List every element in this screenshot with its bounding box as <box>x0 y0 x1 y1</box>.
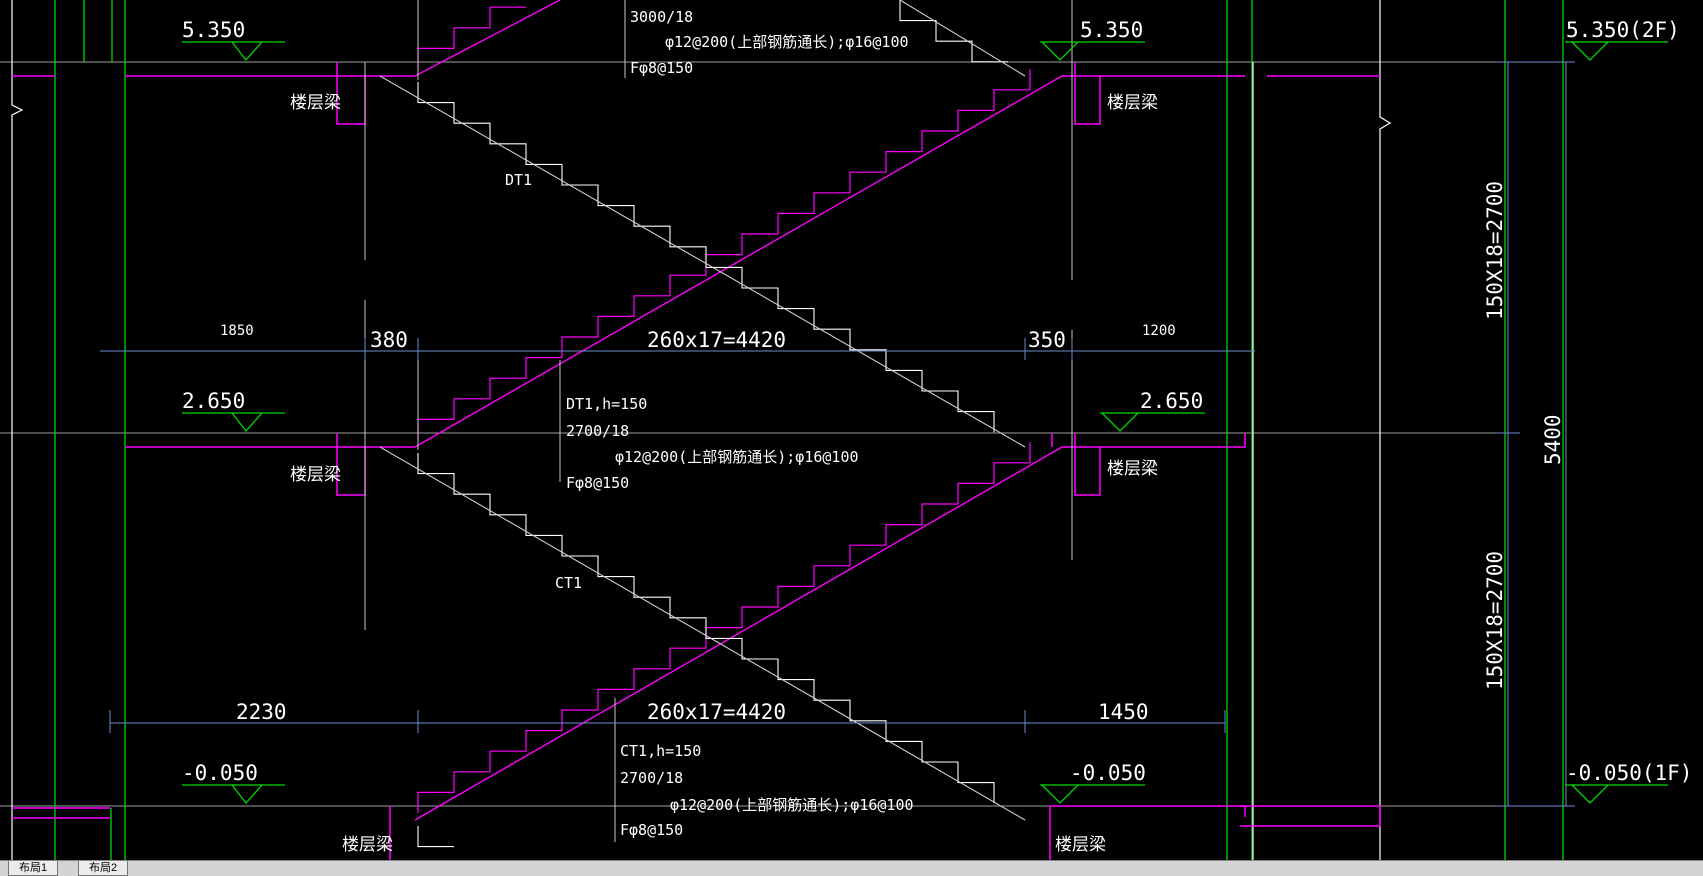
tab-layout-2[interactable]: 布局2 <box>78 861 129 876</box>
stair-step-outline <box>417 453 995 804</box>
dim-mid-1850: 1850 <box>220 323 254 339</box>
beam-label: 楼层梁 <box>290 465 341 485</box>
upper-rebar-note: φ12@200(上部钢筋通长);φ16@100 <box>665 33 909 51</box>
opposite-flights <box>379 0 1026 821</box>
dim-low-2230: 2230 <box>236 700 287 724</box>
beam-label: 楼层梁 <box>342 835 393 855</box>
elevation-2f-axis: 5.350(2F) <box>1566 18 1680 42</box>
lower-flight-header: CT1,h=150 <box>620 742 701 760</box>
mid-dist-note: Fφ8@150 <box>566 474 629 492</box>
dim-mid-350: 350 <box>1028 328 1066 352</box>
elevation-mid-left: 2.650 <box>182 389 245 413</box>
elevation-2f-left: 5.350 <box>182 18 245 42</box>
dim-mid-1200: 1200 <box>1142 323 1176 339</box>
mid-rebar-note: φ12@200(上部钢筋通长);φ16@100 <box>615 448 859 466</box>
stair-step-outline <box>417 826 454 848</box>
dim-mid-steps: 260x17=4420 <box>647 328 786 352</box>
vdim-lower: 150X18=2700 <box>1483 551 1507 690</box>
walls <box>11 0 1392 860</box>
beam-label: 楼层梁 <box>1107 93 1158 113</box>
dimension-lines <box>100 61 1575 807</box>
mid-flight-label: DT1,h=150 <box>566 395 647 413</box>
elevation-1f-axis: -0.050(1F) <box>1566 761 1692 785</box>
elevation-1f-right: -0.050 <box>1070 761 1146 785</box>
lower-flight-label: CT1 <box>555 574 582 592</box>
level-lines <box>0 61 1510 807</box>
mid-step-note: 2700/18 <box>566 422 629 440</box>
beam-label: 楼层梁 <box>290 93 341 113</box>
elevation-markers <box>182 41 1668 805</box>
elevation-mid-right: 2.650 <box>1140 389 1203 413</box>
layout-tab-bar: 布局1 布局2 <box>0 860 1703 876</box>
landings <box>12 62 1381 860</box>
stair-flights <box>414 0 1063 821</box>
stair-step-outline <box>417 6 526 69</box>
upper-flight-label: DT1 <box>505 171 532 189</box>
beam-label: 楼层梁 <box>1107 459 1158 479</box>
dim-mid-380: 380 <box>370 328 408 352</box>
stair-step-outline <box>417 442 1031 813</box>
stair-steps-down <box>417 0 1008 848</box>
stair-step-outline <box>899 0 1008 63</box>
stair-steps-up <box>417 6 1031 813</box>
vdim-upper: 150X18=2700 <box>1483 181 1507 320</box>
upper-step-note: 3000/18 <box>630 8 693 26</box>
upper-dist-note: Fφ8@150 <box>630 59 693 77</box>
tab-layout-1[interactable]: 布局1 <box>8 861 59 876</box>
annotations: 5.350 5.350 5.350(2F) 2.650 2.650 -0.050… <box>182 8 1692 855</box>
dim-low-1450: 1450 <box>1098 700 1149 724</box>
lower-rebar-note: φ12@200(上部钢筋通长);φ16@100 <box>670 796 914 814</box>
structural-grid <box>54 0 1564 860</box>
lower-dist-note: Fφ8@150 <box>620 821 683 839</box>
elevation-2f-right: 5.350 <box>1080 18 1143 42</box>
stair-step-outline <box>417 69 1031 440</box>
lower-step-note: 2700/18 <box>620 769 683 787</box>
stair-step-outline <box>417 82 995 433</box>
vdim-total: 5400 <box>1541 414 1565 465</box>
dim-low-steps: 260x17=4420 <box>647 700 786 724</box>
elevation-1f-left: -0.050 <box>182 761 258 785</box>
beam-label: 楼层梁 <box>1055 835 1106 855</box>
